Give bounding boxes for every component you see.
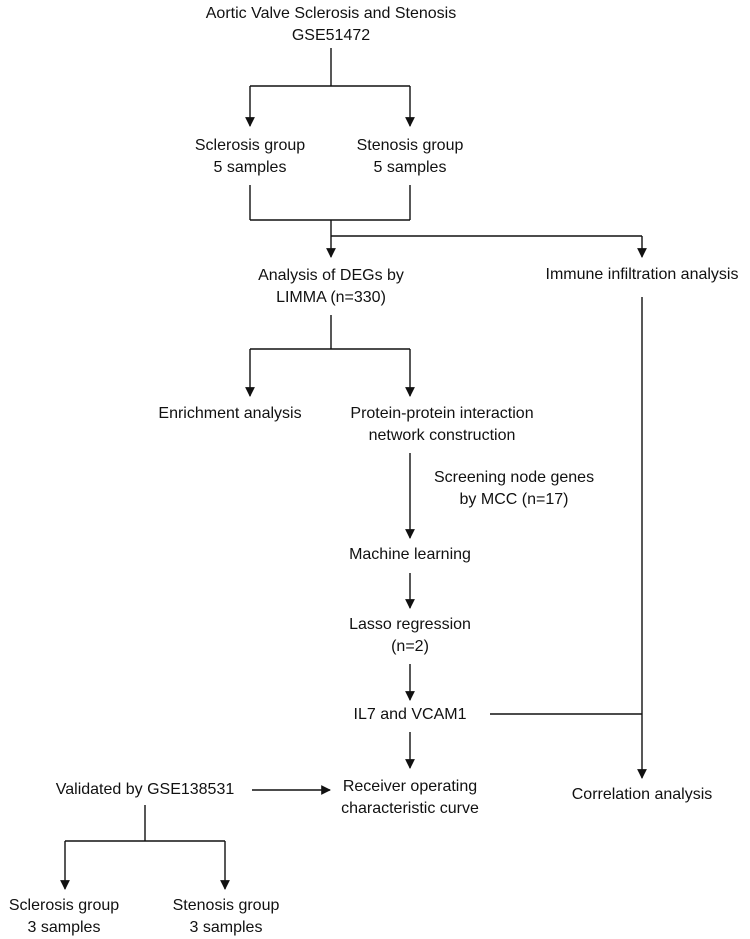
- node-validated-line1: Validated by GSE138531: [55, 781, 235, 798]
- node-source: Aortic Valve Sclerosis and Stenosis GSE5…: [181, 3, 481, 47]
- node-lasso-line1: Lasso regression: [349, 616, 471, 633]
- node-roc: Receiver operating characteristic curve: [328, 776, 492, 820]
- node-machine-learning: Machine learning: [330, 544, 490, 566]
- node-stenosis-group-line2: 5 samples: [373, 159, 447, 176]
- node-degs-line1: Analysis of DEGs by: [258, 267, 404, 284]
- node-ppi: Protein-protein interaction network cons…: [332, 403, 552, 447]
- node-source-line1: Aortic Valve Sclerosis and Stenosis: [205, 5, 457, 22]
- node-correlation-line1: Correlation analysis: [571, 786, 713, 803]
- node-stenosis-group-validation-line2: 3 samples: [189, 919, 263, 936]
- node-degs-line2: LIMMA (n=330): [276, 289, 386, 306]
- node-key-genes: IL7 and VCAM1: [330, 704, 490, 726]
- node-immune-infiltration-line1: Immune infiltration analysis: [545, 266, 739, 283]
- node-stenosis-group-validation-line1: Stenosis group: [172, 897, 280, 914]
- node-screening: Screening node genes by MCC (n=17): [414, 467, 614, 511]
- node-machine-learning-line1: Machine learning: [349, 546, 471, 563]
- node-immune-infiltration: Immune infiltration analysis: [532, 264, 750, 286]
- node-roc-line2: characteristic curve: [341, 800, 479, 817]
- node-roc-line1: Receiver operating: [342, 778, 478, 795]
- node-validated: Validated by GSE138531: [38, 779, 252, 801]
- node-lasso-line2: (n=2): [391, 638, 429, 655]
- node-correlation: Correlation analysis: [552, 784, 732, 806]
- node-sclerosis-group-line2: 5 samples: [213, 159, 287, 176]
- node-screening-line1: Screening node genes: [433, 469, 595, 486]
- node-ppi-line2: network construction: [368, 427, 516, 444]
- node-enrichment: Enrichment analysis: [150, 403, 310, 425]
- node-sclerosis-group-validation-line1: Sclerosis group: [8, 897, 120, 914]
- node-sclerosis-group-line1: Sclerosis group: [194, 137, 306, 154]
- node-lasso: Lasso regression (n=2): [330, 614, 490, 658]
- node-screening-line2: by MCC (n=17): [459, 491, 569, 508]
- node-stenosis-group-validation: Stenosis group 3 samples: [160, 895, 292, 939]
- node-sclerosis-group-validation-line2: 3 samples: [27, 919, 101, 936]
- node-stenosis-group-line1: Stenosis group: [356, 137, 464, 154]
- node-source-line2: GSE51472: [291, 27, 371, 44]
- node-ppi-line1: Protein-protein interaction: [350, 405, 534, 422]
- node-degs: Analysis of DEGs by LIMMA (n=330): [241, 265, 421, 309]
- node-enrichment-line1: Enrichment analysis: [158, 405, 302, 422]
- node-stenosis-group: Stenosis group 5 samples: [342, 135, 478, 179]
- node-key-genes-line1: IL7 and VCAM1: [353, 706, 467, 723]
- node-sclerosis-group: Sclerosis group 5 samples: [180, 135, 320, 179]
- node-sclerosis-group-validation: Sclerosis group 3 samples: [0, 895, 128, 939]
